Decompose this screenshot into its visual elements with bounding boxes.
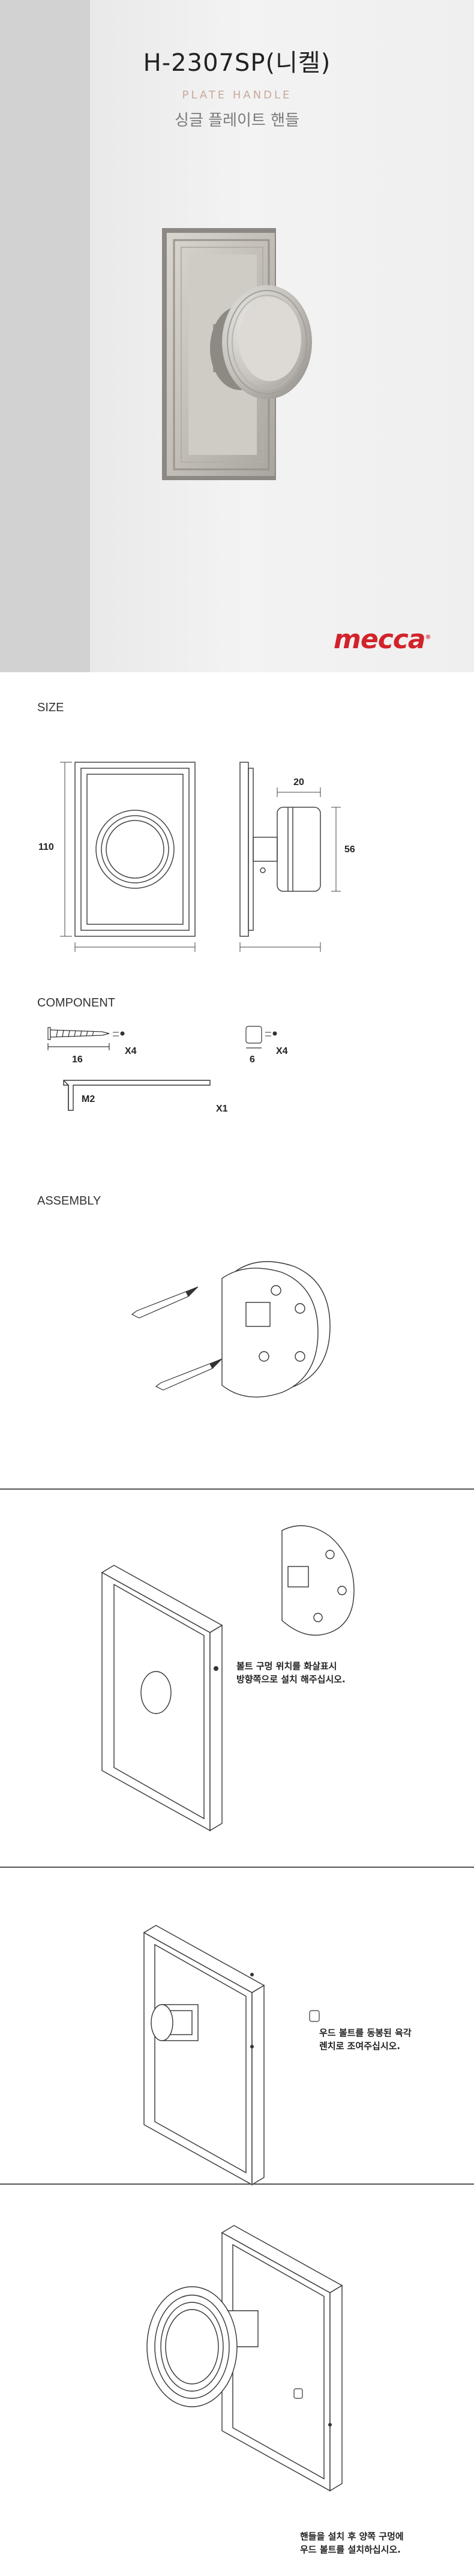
plate-iso-icon (143, 1925, 265, 2186)
bolt-hole-marker (250, 2045, 254, 2048)
step2-caption-line1: 볼트 구멍 위치를 화살표시 (236, 1661, 337, 1672)
step-divider (0, 1867, 474, 1868)
assembly-step-2 (101, 1525, 355, 1832)
assembly-step-3 (143, 1925, 320, 2186)
plate-iso-icon (101, 1565, 223, 1832)
cap-marker-icon (265, 1031, 277, 1037)
section-component-label: COMPONENT (37, 996, 115, 1010)
cap-qty: X4 (276, 1046, 288, 1056)
mounting-plate-icon (221, 1261, 331, 1398)
product-title: H-2307SP(니켈) (143, 49, 331, 77)
section-assembly-label: ASSEMBLY (37, 1194, 101, 1208)
wrench-qty: X1 (216, 1104, 228, 1114)
dim-knob-diameter: 56 (344, 844, 355, 855)
screw-length: 16 (72, 1055, 83, 1065)
component-diagram: 16 X4 6 X4 M2 X1 (47, 1026, 288, 1114)
screw-upper-icon (131, 1286, 199, 1319)
step3-caption-line2: 렌치로 조여주십시오. (319, 2041, 401, 2051)
hex-wrench-icon (63, 1080, 211, 1111)
dim-height: 110 (38, 842, 54, 852)
side-view-drawing (239, 762, 321, 937)
knob-iso-icon (146, 2286, 259, 2407)
mounting-plate-iso-icon (281, 1525, 355, 1636)
cap-icon (245, 1026, 262, 1049)
wrench-size: M2 (82, 1094, 95, 1104)
cap-size: 6 (250, 1055, 255, 1065)
cap-small-icon (293, 2388, 303, 2399)
step4-caption-line1: 핸들을 설치 후 양쪽 구멍에 (300, 2531, 404, 2542)
step3-caption-line1: 우드 볼트를 동봉된 육각 (319, 2027, 412, 2038)
knob (210, 285, 312, 399)
assembly-step-1 (131, 1261, 331, 1398)
step3-caption: 우드 볼트를 동봉된 육각 렌치로 조여주십시오. (319, 2026, 412, 2053)
plate-iso-icon (221, 2225, 343, 2492)
cap-small-icon (309, 2010, 320, 2022)
product-subtitle-ko: 싱글 플레이트 핸들 (175, 112, 299, 130)
screw-marker-icon (113, 1031, 125, 1037)
screw-lower-icon (155, 1358, 223, 1391)
front-plate-drawing (74, 762, 196, 937)
bolt-hole-marker (250, 1973, 254, 1976)
bolt-hole-marker (328, 2423, 332, 2427)
step4-caption: 핸들을 설치 후 양쪽 구멍에 우드 볼트를 설치하십시오. (300, 2530, 404, 2556)
size-diagram: 110 70 20 56 64 (38, 762, 355, 954)
section-size-label: SIZE (37, 701, 64, 714)
step2-caption-line2: 방향쪽으로 설치 해주십시오. (236, 1674, 346, 1685)
screw-icon (47, 1027, 110, 1050)
product-photo (162, 228, 312, 480)
hero-wall-shadow (0, 0, 90, 672)
step-divider (0, 2183, 474, 2185)
brand-logo: mecca® (334, 624, 431, 655)
hero-banner: H-2307SP(니켈) PLATE HANDLE 싱글 플레이트 핸들 (0, 0, 474, 672)
dim-knob-depth: 20 (293, 777, 304, 787)
step-divider (0, 1488, 474, 1490)
bolt-hole-marker (214, 1666, 218, 1671)
assembly-step-4 (146, 2225, 343, 2492)
step4-caption-line2: 우드 볼트를 설치하십시오. (300, 2544, 401, 2555)
step2-caption: 볼트 구멍 위치를 화살표시 방향쪽으로 설치 해주십시오. (236, 1660, 346, 1686)
spindle-icon (151, 2004, 199, 2041)
screw-qty: X4 (125, 1046, 137, 1056)
product-subtitle-en: PLATE HANDLE (182, 89, 292, 101)
